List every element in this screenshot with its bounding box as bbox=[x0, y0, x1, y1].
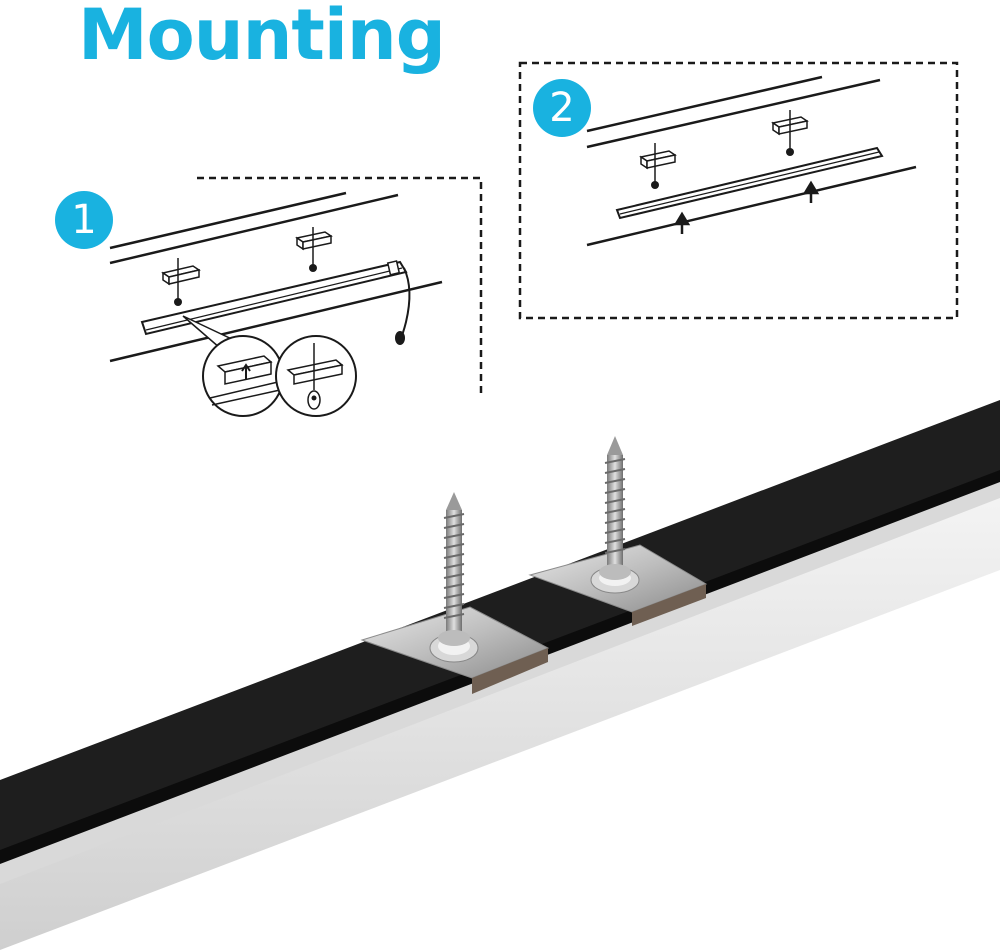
wall-line bbox=[109, 191, 347, 250]
mounting-clip-icon bbox=[639, 143, 677, 189]
screw bbox=[599, 436, 631, 580]
mounting-clip-icon bbox=[771, 110, 809, 156]
step-1-badge: 1 bbox=[55, 191, 113, 249]
up-arrow-icon bbox=[673, 211, 691, 234]
mounting-clip-icon bbox=[295, 227, 333, 272]
cable bbox=[399, 267, 411, 341]
up-arrow-icon bbox=[802, 180, 820, 203]
floor-line bbox=[109, 280, 443, 363]
magnifier-circle-icon bbox=[275, 335, 357, 417]
step-2-badge: 2 bbox=[533, 79, 591, 137]
up-arrow-icon bbox=[241, 363, 251, 380]
step-2-dashed-frame bbox=[518, 61, 959, 320]
wall-line bbox=[586, 78, 881, 149]
magnifier-circle-icon bbox=[202, 335, 284, 417]
step-1-diagram bbox=[109, 176, 483, 417]
mounting-clip-icon bbox=[161, 258, 201, 306]
product-photo bbox=[0, 400, 1000, 950]
step-2-diagram bbox=[518, 61, 959, 320]
wall-line bbox=[586, 75, 823, 133]
diffuser bbox=[0, 490, 1000, 950]
floor-line bbox=[586, 165, 917, 247]
screw bbox=[438, 492, 470, 646]
wall-line bbox=[109, 193, 399, 265]
page-title: Mounting bbox=[78, 0, 446, 76]
